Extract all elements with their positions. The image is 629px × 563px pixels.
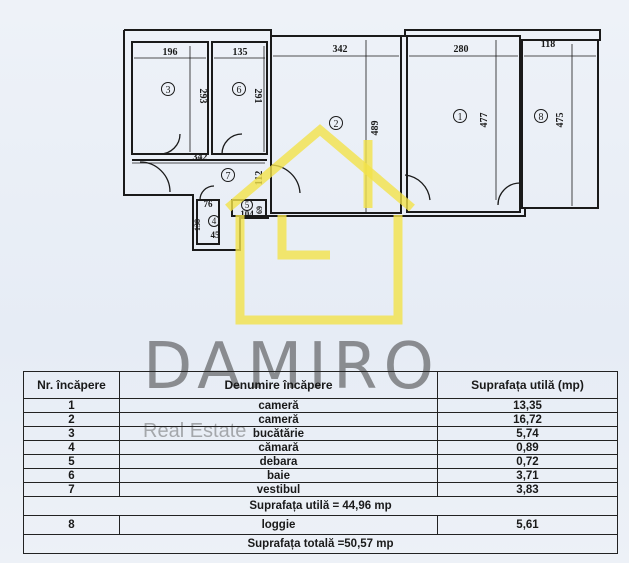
door-arc-8 xyxy=(497,182,521,206)
cell-name: vestibul xyxy=(119,482,438,497)
cell-name: loggie xyxy=(119,515,438,535)
rooms-table: Nr. încăpere Denumire încăpere Suprafața… xyxy=(23,371,618,554)
useful-total: Suprafața utilă = 44,96 mp xyxy=(23,496,618,516)
outer-wall xyxy=(123,29,601,251)
cell-name: cămară xyxy=(119,440,438,455)
house-logo-icon xyxy=(225,124,415,325)
door-arc-6 xyxy=(221,133,243,155)
dim-118: 118 xyxy=(541,39,555,50)
dim-477: 477 xyxy=(479,113,490,128)
dim-45: 45 xyxy=(211,230,221,240)
grand-total-row: Suprafața totală =50,57 mp xyxy=(23,534,618,554)
cell-name: cameră xyxy=(119,398,438,413)
cell-nr: 6 xyxy=(23,468,120,483)
cell-nr: 2 xyxy=(23,412,120,427)
cell-name: debara xyxy=(119,454,438,469)
cell-nr: 5 xyxy=(23,454,120,469)
cell-nr: 4 xyxy=(23,440,120,455)
room-label-5: 5 xyxy=(245,200,250,210)
door-arc-3 xyxy=(159,133,181,155)
cell-area: 5,74 xyxy=(437,426,618,441)
header-nr: Nr. încăpere xyxy=(23,371,120,399)
grand-total: Suprafața totală =50,57 mp xyxy=(23,534,618,554)
cell-area: 3,71 xyxy=(437,468,618,483)
cell-name: baie xyxy=(119,468,438,483)
header-area: Suprafața utilă (mp) xyxy=(437,371,618,399)
dim-489: 489 xyxy=(370,121,381,136)
room-2-wall xyxy=(270,35,402,214)
room-8-wall xyxy=(521,39,599,209)
dim-475: 475 xyxy=(555,113,566,128)
cell-area: 5,61 xyxy=(437,515,618,535)
room-6-wall xyxy=(211,41,268,155)
table-header-row: Nr. încăpere Denumire încăpere Suprafața… xyxy=(23,371,618,399)
cell-area: 0,72 xyxy=(437,454,618,469)
cell-nr: 3 xyxy=(23,426,120,441)
dim-69: 69 xyxy=(255,206,264,214)
cell-nr: 8 xyxy=(23,515,120,535)
room-label-2: 2 xyxy=(334,119,339,130)
room-label-7: 7 xyxy=(226,171,231,182)
dim-342-top: 342 xyxy=(333,44,348,55)
cell-nr: 1 xyxy=(23,398,120,413)
cell-nr: 7 xyxy=(23,482,120,497)
room-label-1: 1 xyxy=(458,112,463,123)
dim-291: 291 xyxy=(252,89,263,104)
door-arc-4 xyxy=(199,185,215,201)
header-name: Denumire încăpere xyxy=(119,371,438,399)
door-arc-1 xyxy=(404,174,431,201)
dim-135: 135 xyxy=(233,47,248,58)
floor-plan: 196 135 342 280 118 293 291 489 477 475 … xyxy=(123,29,601,325)
dim-280: 280 xyxy=(454,44,469,55)
room-label-3: 3 xyxy=(166,85,171,96)
dim-138: 138 xyxy=(193,219,202,231)
cell-area: 3,83 xyxy=(437,482,618,497)
cell-name: cameră xyxy=(119,412,438,427)
room-label-8: 8 xyxy=(539,112,544,123)
cell-area: 13,35 xyxy=(437,398,618,413)
dim-104: 104 xyxy=(240,209,254,219)
room-3-wall xyxy=(131,41,209,155)
cell-area: 0,89 xyxy=(437,440,618,455)
room-label-6: 6 xyxy=(237,85,242,96)
room-1-wall xyxy=(406,35,521,213)
dim-342-mid: 342 xyxy=(193,152,208,163)
door-arc-entry xyxy=(139,161,171,193)
room-label-4: 4 xyxy=(212,216,217,226)
cell-name: bucătărie xyxy=(119,426,438,441)
useful-total-row: Suprafața utilă = 44,96 mp xyxy=(23,496,618,516)
dim-196: 196 xyxy=(163,47,178,58)
cell-area: 16,72 xyxy=(437,412,618,427)
dim-293: 293 xyxy=(197,89,208,104)
dim-76: 76 xyxy=(204,199,214,209)
